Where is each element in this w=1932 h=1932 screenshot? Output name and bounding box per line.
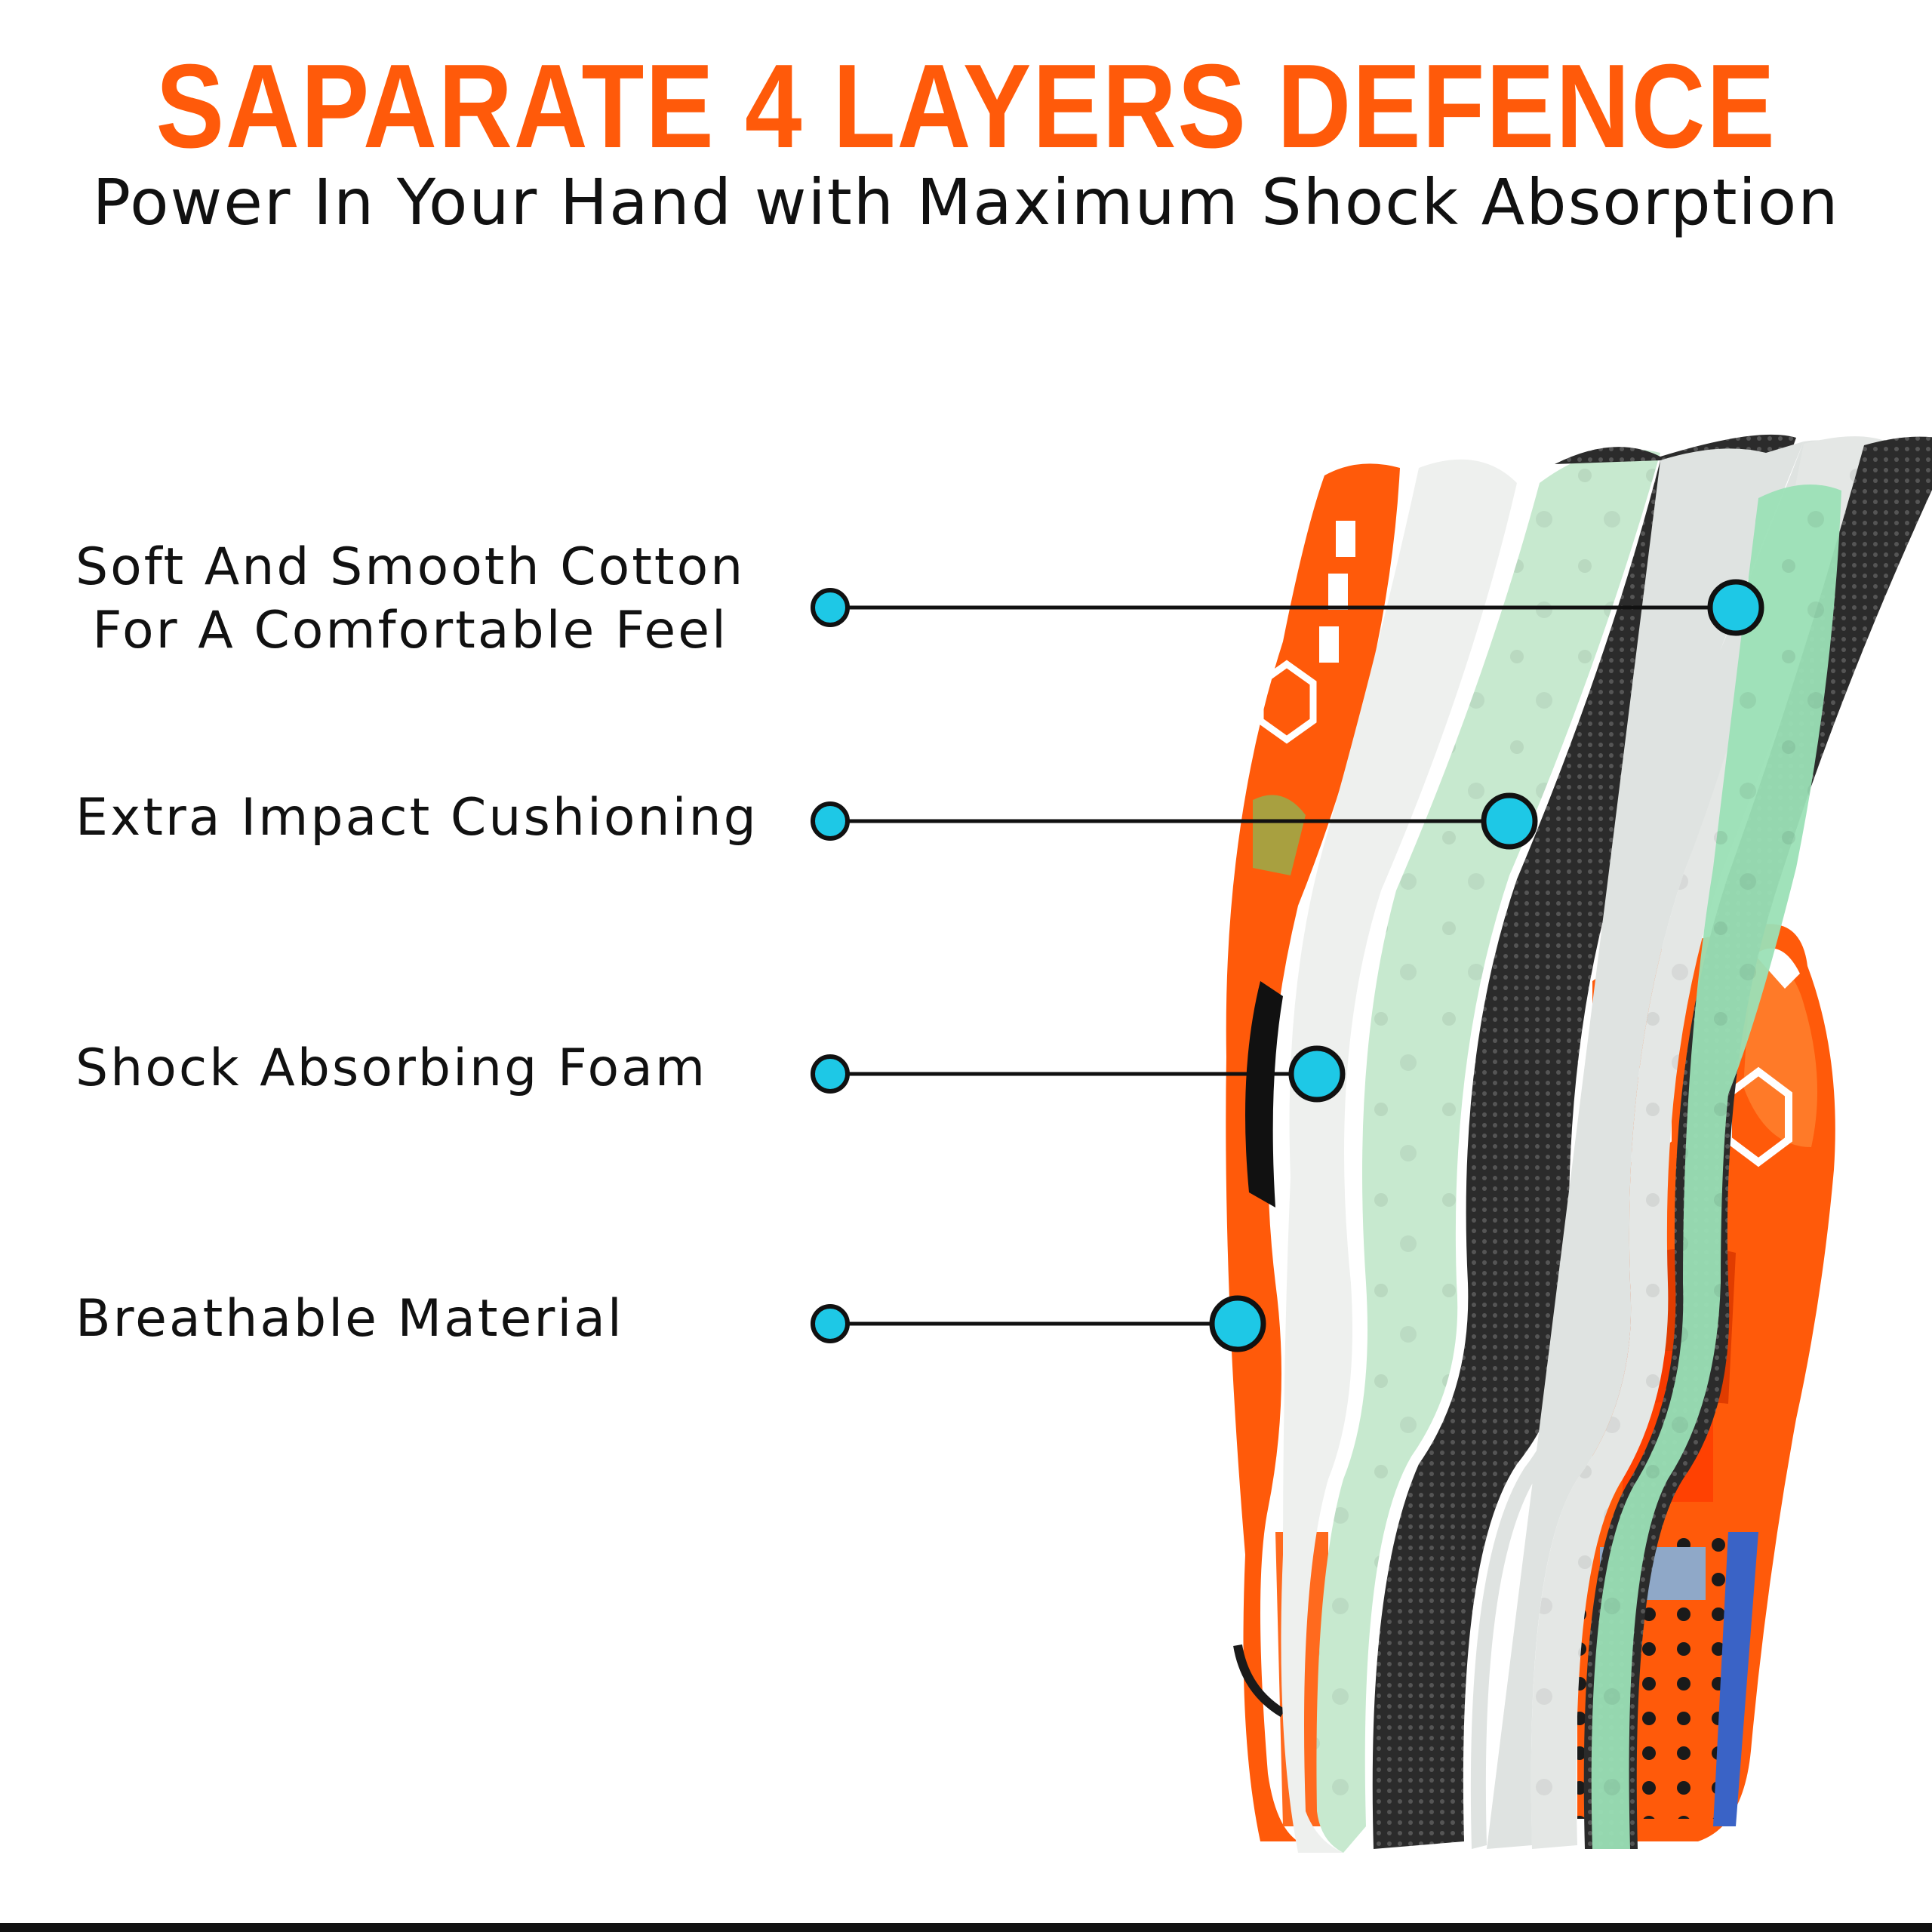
layer-foam-white [1470, 440, 1849, 1850]
callout-dot-icon [811, 1054, 850, 1094]
layer-mesh-black-2 [1583, 436, 1932, 1849]
feature-label-line: Breathable Material [75, 1289, 624, 1349]
subheadline: Power In Your Hand with Maximum Shock Ab… [92, 165, 1840, 239]
feature-label-line: Shock Absorbing Foam [75, 1038, 708, 1098]
callout-dot-icon [811, 588, 850, 627]
feature-label-line: For A Comfortable Feel [92, 601, 728, 660]
feature-label-line: Extra Impact Cushioning [75, 788, 758, 848]
feature-label-cushioning: Extra Impact Cushioning [75, 786, 758, 850]
layer-mesh-black-1 [1372, 434, 1796, 1849]
headline: SAPARATE 4 LAYERS DEFENCE [155, 40, 1777, 173]
layer-white-outer [1281, 459, 1517, 1853]
callout-dot-icon [811, 801, 850, 841]
callout-dot-icon [811, 1304, 850, 1343]
layer-marker-icon [1209, 1295, 1266, 1352]
layer-marker-icon [1481, 792, 1538, 850]
feature-label-line: Soft And Smooth Cotton [75, 537, 746, 597]
layer-marker-icon [1707, 579, 1764, 636]
feature-label-foam: Shock Absorbing Foam [75, 1037, 707, 1100]
layer-marker-icon [1288, 1045, 1346, 1103]
feature-label-cotton: Soft And Smooth Cotton For A Comfortable… [75, 536, 745, 663]
bottom-rule [0, 1923, 1932, 1932]
feature-label-breathable: Breathable Material [75, 1287, 624, 1351]
